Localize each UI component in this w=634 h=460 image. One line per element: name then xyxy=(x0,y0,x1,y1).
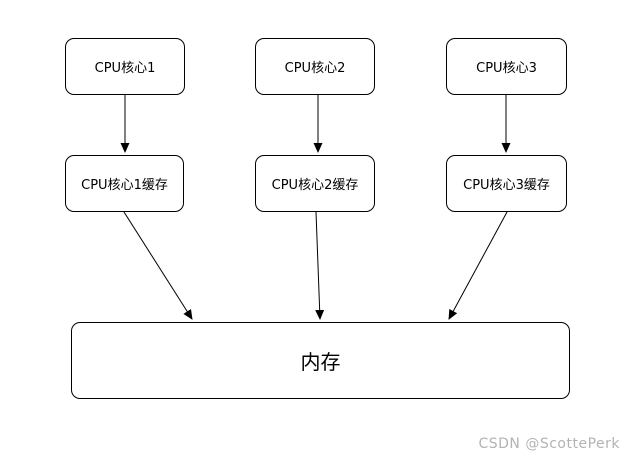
node-cpu-core-1: CPU核心1 xyxy=(65,38,185,95)
watermark: CSDN @ScottePerk xyxy=(478,436,620,452)
node-cpu-core-3: CPU核心3 xyxy=(446,38,567,95)
node-cpu-core-3-label: CPU核心3 xyxy=(476,61,537,76)
arrow-cache3-to-memory xyxy=(448,211,508,320)
node-cpu-core-1-cache-label: CPU核心1缓存 xyxy=(81,178,168,193)
arrow-cache2-to-memory xyxy=(315,211,325,320)
node-cpu-core-3-cache-label: CPU核心3缓存 xyxy=(463,178,550,193)
node-cpu-core-2: CPU核心2 xyxy=(255,38,375,95)
node-cpu-core-1-label: CPU核心1 xyxy=(94,61,156,76)
node-memory-label: 内存 xyxy=(300,350,341,374)
node-cpu-core-2-cache: CPU核心2缓存 xyxy=(255,155,375,212)
node-cpu-core-2-label: CPU核心2 xyxy=(284,61,346,76)
node-cpu-core-2-cache-label: CPU核心2缓存 xyxy=(271,178,359,193)
node-cpu-core-3-cache: CPU核心3缓存 xyxy=(446,155,567,212)
node-memory: 内存 xyxy=(71,322,570,399)
arrow-cache1-to-memory xyxy=(123,211,193,320)
node-cpu-core-1-cache: CPU核心1缓存 xyxy=(65,155,184,212)
